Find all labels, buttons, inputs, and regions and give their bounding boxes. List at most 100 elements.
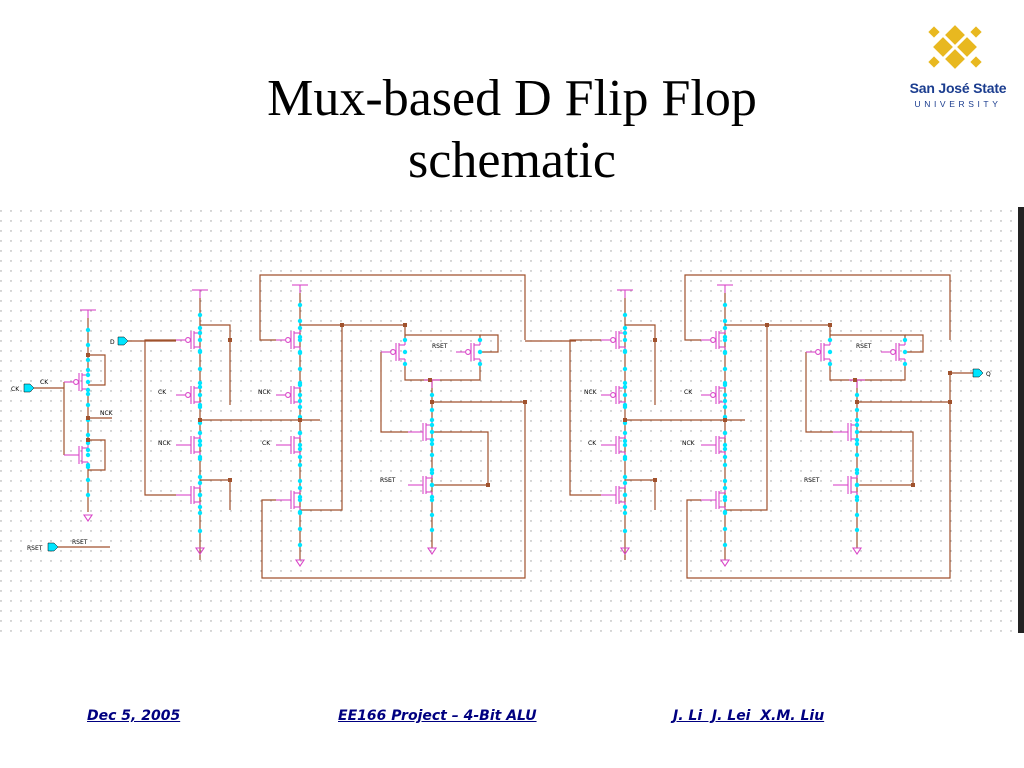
- node-dot: [722, 485, 728, 491]
- grid-background: [0, 207, 1024, 633]
- wire: [432, 431, 489, 486]
- node-dot: [85, 387, 91, 393]
- footer-project: EE166 Project – 4-Bit ALU: [338, 708, 537, 724]
- node-dot: [297, 510, 303, 516]
- junction: [228, 478, 232, 482]
- power-rail: [617, 289, 633, 555]
- node-dot: [85, 379, 91, 385]
- junction: [948, 371, 952, 375]
- junction: [723, 418, 727, 422]
- label-nck-m1b: NCK: [258, 389, 272, 396]
- power-rail: [192, 289, 208, 555]
- junction: [86, 438, 90, 442]
- node-dot: [197, 312, 203, 318]
- node-dot: [297, 325, 303, 331]
- node-dot: [297, 478, 303, 484]
- junction: [228, 338, 232, 342]
- node-dot: [297, 302, 303, 308]
- node-dot: [827, 349, 833, 355]
- slide-title: Mux-based D Flip Flop schematic: [0, 68, 1024, 192]
- junction: [430, 400, 434, 404]
- node-dot: [197, 504, 203, 510]
- node-dot: [902, 349, 908, 355]
- node-dot: [854, 429, 860, 435]
- node-dot: [297, 398, 303, 404]
- nmos-transistor: [601, 481, 626, 509]
- node-dot: [429, 437, 435, 443]
- wire: [805, 420, 833, 433]
- node-dot: [622, 392, 628, 398]
- inverter-pmos: [64, 368, 89, 396]
- nmos-transistor: [601, 431, 626, 459]
- wire: [200, 324, 231, 405]
- node-dot: [622, 438, 628, 444]
- node-dot: [85, 372, 91, 378]
- node-dot: [402, 349, 408, 355]
- label-nck-m2b: NCK: [682, 440, 696, 447]
- junction: [86, 353, 90, 357]
- node-dot: [722, 366, 728, 372]
- node-dot: [622, 330, 628, 336]
- power-rail: [717, 284, 733, 567]
- junction: [523, 400, 527, 404]
- node-dot: [297, 392, 303, 398]
- node-dot: [85, 462, 91, 468]
- node-dot: [429, 497, 435, 503]
- node-dot: [297, 454, 303, 460]
- node-dot: [722, 318, 728, 324]
- node-dot: [85, 391, 91, 397]
- node-dot: [722, 392, 728, 398]
- node-dot: [85, 402, 91, 408]
- node-dot: [854, 417, 860, 423]
- node-dot: [622, 480, 628, 486]
- wire: [88, 439, 106, 471]
- wire: [684, 274, 951, 341]
- label-nck-m1a: NCK: [158, 440, 172, 447]
- wire: [569, 339, 601, 496]
- label-nck-inv: NCK: [100, 410, 114, 417]
- pin-d-label: D: [110, 339, 115, 346]
- node-dot: [622, 384, 628, 390]
- node-dot: [622, 474, 628, 480]
- node-dot: [622, 366, 628, 372]
- node-dot: [854, 497, 860, 503]
- node-dot: [402, 361, 408, 367]
- node-dot: [854, 441, 860, 447]
- node-dot: [197, 402, 203, 408]
- node-dot: [85, 432, 91, 438]
- wire: [300, 324, 343, 511]
- label-ck-m2a: CK: [588, 440, 597, 447]
- node-dot: [297, 494, 303, 500]
- node-dot: [297, 526, 303, 532]
- node-dot: [429, 422, 435, 428]
- footer-date: Dec 5, 2005: [87, 708, 181, 724]
- wire: [480, 334, 499, 353]
- node-dot: [622, 528, 628, 534]
- node-dot: [85, 492, 91, 498]
- node-dot: [429, 467, 435, 473]
- node-dot: [854, 482, 860, 488]
- node-dot: [197, 330, 203, 336]
- wire: [625, 324, 656, 405]
- wire: [686, 402, 951, 579]
- node-dot: [827, 361, 833, 367]
- sjsu-seal-icon: [928, 25, 982, 69]
- slide-title-line2: schematic: [408, 132, 616, 189]
- node-dot: [197, 348, 203, 354]
- junction: [653, 338, 657, 342]
- node-dot: [429, 452, 435, 458]
- node-dot: [429, 441, 435, 447]
- node-dot: [429, 527, 435, 533]
- node-dot: [854, 392, 860, 398]
- node-dot: [854, 527, 860, 533]
- node-dot: [854, 467, 860, 473]
- node-dot: [197, 380, 203, 386]
- node-dot: [722, 382, 728, 388]
- node-dot: [722, 462, 728, 468]
- pin-rset: [47, 542, 59, 552]
- nmos-transistor: [276, 431, 301, 459]
- node-dot: [622, 442, 628, 448]
- node-dot: [297, 462, 303, 468]
- node-dot: [197, 392, 203, 398]
- node-dot: [854, 422, 860, 428]
